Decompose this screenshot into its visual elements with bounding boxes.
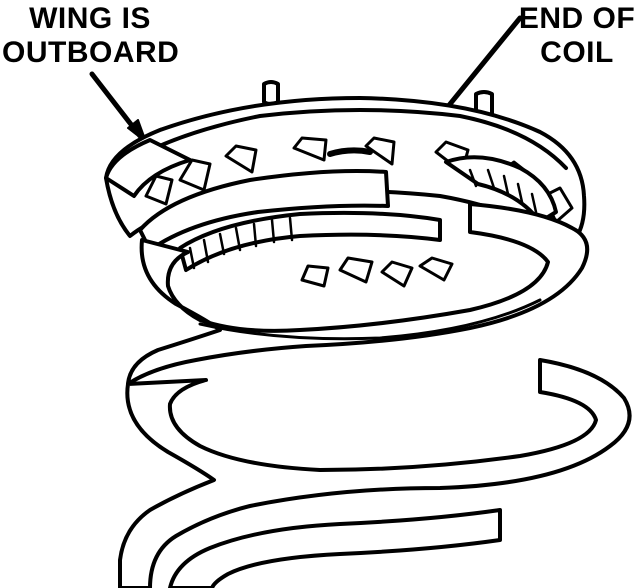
stud-left [262,80,280,106]
isolator-seam [327,147,373,157]
lower-seat-rim [198,298,542,341]
mount-rim-top-edge [116,108,568,170]
wing-callout-line-1: WING IS [29,2,151,35]
coil-turn-3 [168,508,502,588]
isolator-boss [444,155,558,224]
end-callout-line-2: COIL [540,36,614,69]
isolator-boss-texture [468,168,538,214]
retainer-ring [178,210,442,272]
coil-turn-2 [118,358,632,588]
coil-spring [118,169,632,588]
wing-callout-line-2: OUTBOARD [2,36,180,69]
lower-seat-teeth [300,256,454,288]
wing-flange [104,138,192,198]
coil-top-end [138,169,390,252]
end-callout-line-1: END OF [518,2,636,35]
coil-turn-1 [126,202,590,386]
retainer-ring-knurl [188,216,294,270]
wing-is-outboard-callout: WING IS OUTBOARD [2,2,180,70]
end-of-coil-callout: END OF COIL [516,2,638,70]
